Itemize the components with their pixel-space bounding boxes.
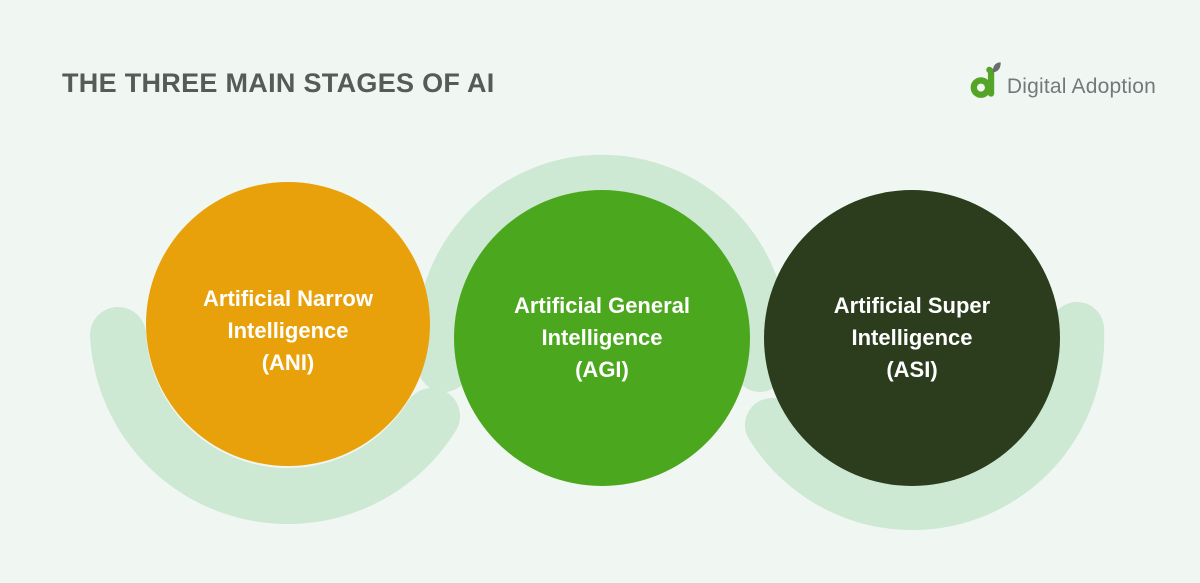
logo-brand-text: Digital Adoption bbox=[1006, 75, 1156, 98]
stage-name-line: Intelligence bbox=[851, 325, 973, 350]
wave-ribbon-left-arc bbox=[90, 307, 460, 525]
stage-abbreviation: (AGI) bbox=[575, 357, 629, 382]
stage-name-line: Artificial Super bbox=[833, 293, 991, 318]
stage-abbreviation: (ANI) bbox=[261, 350, 315, 375]
stage-name-line: Intelligence bbox=[541, 325, 663, 350]
stage-name-line: Artificial General bbox=[513, 293, 691, 318]
stage-abbreviation: (ASI) bbox=[886, 357, 938, 382]
digital-adoption-logo: Digital Adoption bbox=[970, 60, 1156, 100]
wave-ribbon-right-arc bbox=[745, 302, 1105, 531]
stage-name-line: Artificial Narrow bbox=[203, 286, 373, 311]
stage-name-line: Intelligence bbox=[227, 318, 349, 343]
stage-circle-asi: Artificial Super Intelligence (ASI) bbox=[764, 190, 1060, 486]
stage-circle-ani: Artificial Narrow Intelligence (ANI) bbox=[146, 182, 430, 466]
page-title: THE THREE MAIN STAGES OF AI bbox=[62, 68, 495, 98]
digital-adoption-logo-icon bbox=[970, 62, 1001, 98]
wave-ribbon-center-halo-arc bbox=[416, 154, 788, 392]
leaf-icon bbox=[992, 62, 1001, 73]
stage-circle-agi: Artificial General Intelligence (AGI) bbox=[454, 190, 750, 486]
